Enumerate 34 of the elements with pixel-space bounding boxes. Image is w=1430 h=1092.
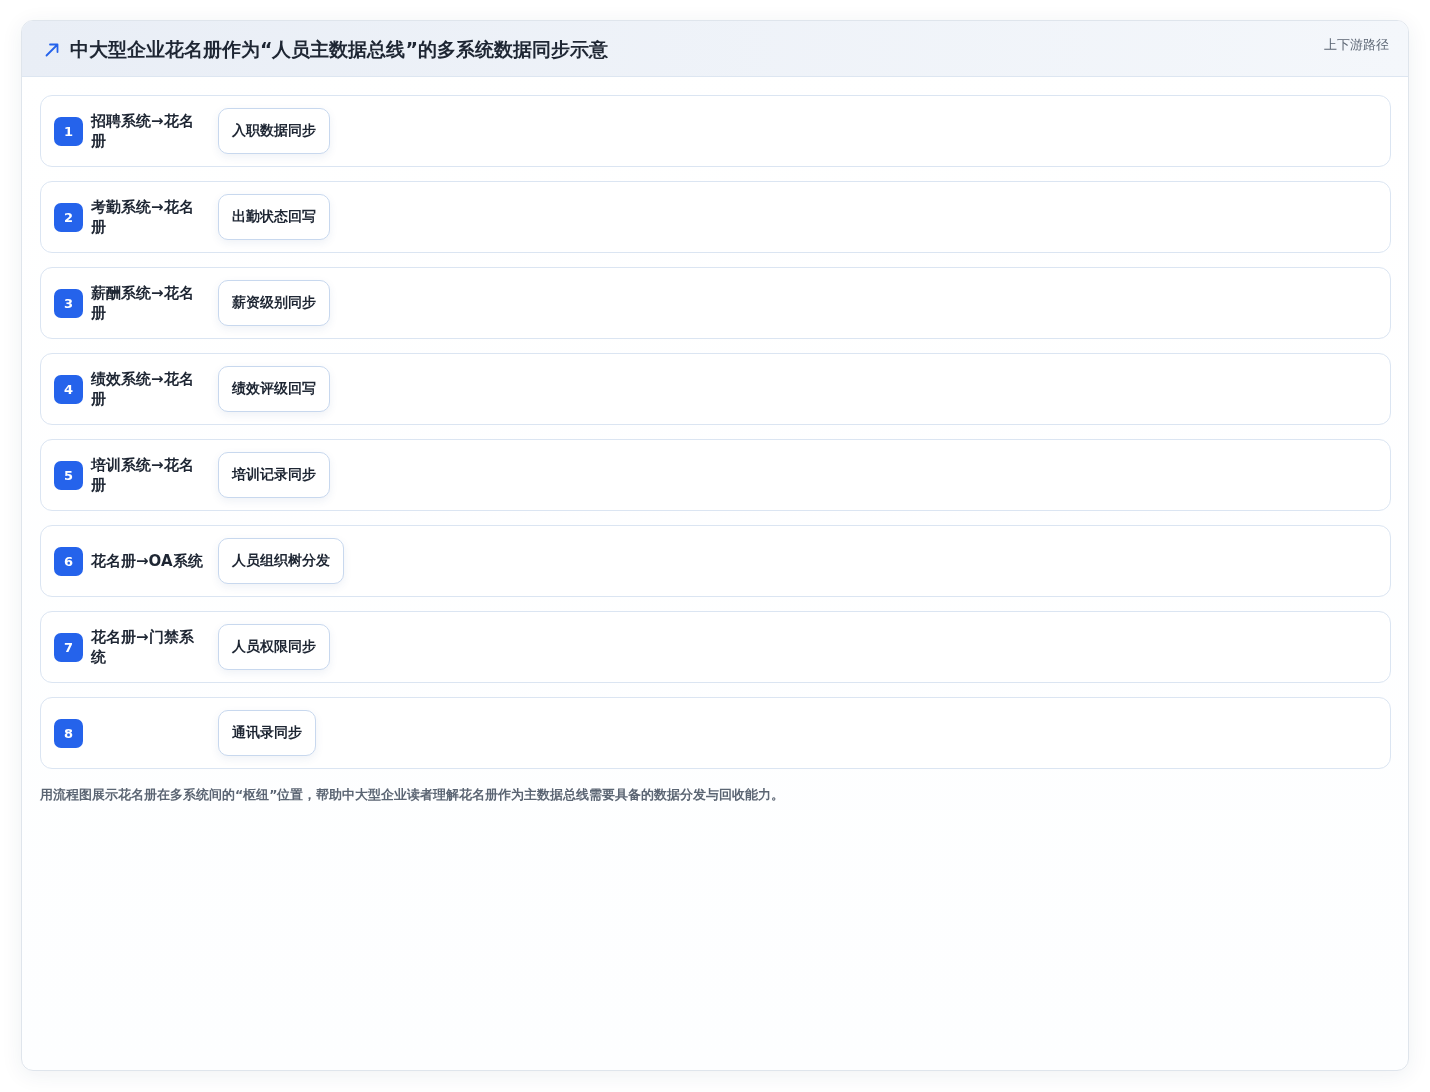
flow-row-card: [40, 439, 1391, 511]
step-number-badge: 2: [54, 203, 83, 232]
sync-action-pill: 绩效评级回写: [218, 366, 330, 412]
flow-path-label: 薪酬系统→花名册: [91, 283, 195, 323]
step-number-badge: 5: [54, 461, 83, 490]
flow-row-card: [40, 267, 1391, 339]
flow-row-card: [40, 525, 1391, 597]
step-number-badge: 6: [54, 547, 83, 576]
step-number-badge: 7: [54, 633, 83, 662]
step-number-badge: 1: [54, 117, 83, 146]
step-number-badge: 3: [54, 289, 83, 318]
flow-row-card: [40, 181, 1391, 253]
sync-action-pill: 人员权限同步: [218, 624, 330, 670]
flow-path-label: 培训系统→花名册: [91, 455, 195, 495]
caption-text: 用流程图展示花名册在多系统间的“枢纽”位置，帮助中大型企业读者理解花名册作为主数据总线需要具备的数据分发与回收能力。: [40, 786, 785, 804]
sync-action-pill: 出勤状态回写: [218, 194, 330, 240]
flow-path-label: 花名册→门禁系统: [91, 627, 195, 667]
diagram-title: 中大型企业花名册作为“人员主数据总线”的多系统数据同步示意: [70, 37, 608, 62]
flow-row-card: [40, 95, 1391, 167]
sync-action-pill: 入职数据同步: [218, 108, 330, 154]
flow-path-label: 招聘系统→花名册: [91, 111, 195, 151]
sync-action-pill: 薪资级别同步: [218, 280, 330, 326]
step-number-badge: 4: [54, 375, 83, 404]
flow-row-card: [40, 611, 1391, 683]
flow-path-label: 绩效系统→花名册: [91, 369, 195, 409]
flow-row-card: [40, 697, 1391, 769]
flow-path-label: 考勤系统→花名册: [91, 197, 195, 237]
flow-path-label: 花名册→OA系统: [91, 551, 204, 571]
header-tag-text: 上下游路径: [1324, 36, 1389, 54]
flow-row-card: [40, 353, 1391, 425]
sync-action-pill: 人员组织树分发: [218, 538, 344, 584]
sync-action-pill: 培训记录同步: [218, 452, 330, 498]
sync-action-pill: 通讯录同步: [218, 710, 316, 756]
step-number-badge: 8: [54, 719, 83, 748]
